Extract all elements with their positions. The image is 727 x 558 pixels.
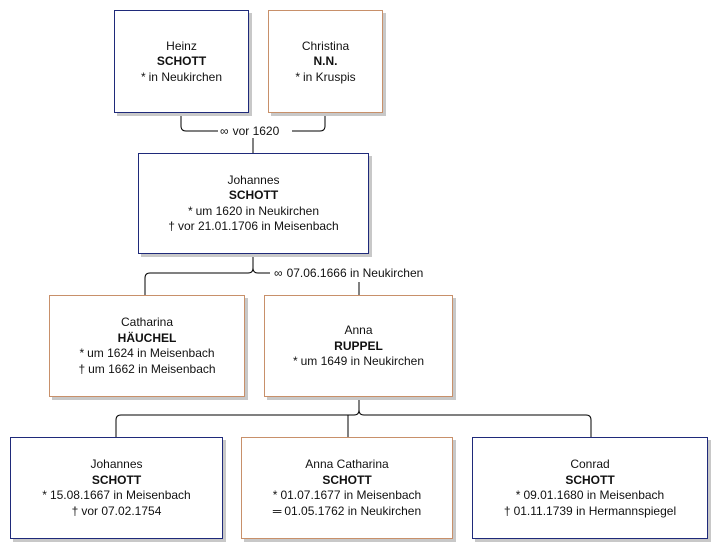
person-anna-ruppel[interactable]: Anna RUPPEL *um 1649 in Neukirchen (264, 295, 453, 397)
death-symbol: † (168, 219, 175, 233)
birth-line: *um 1649 in Neukirchen (265, 354, 452, 370)
surname: RUPPEL (334, 338, 383, 353)
person-anna-catharina-schott[interactable]: Anna Catharina SCHOTT *01.07.1677 in Mei… (241, 437, 453, 539)
person-johannes-schott-1667[interactable]: Johannes SCHOTT *15.08.1667 in Meisenbac… (10, 437, 223, 539)
birth-symbol: * (79, 346, 85, 360)
death-line: †vor 07.02.1754 (11, 504, 222, 520)
marriage-line: ═01.05.1762 in Neukirchen (242, 504, 452, 520)
marriage-label-1: ∞vor 1620 (218, 124, 282, 138)
given-name: Christina (301, 38, 350, 53)
marriage-label-2: ∞07.06.1666 in Neukirchen (272, 266, 426, 280)
birth-text: in Kruspis (302, 69, 356, 84)
given-name: Catharina (120, 315, 174, 329)
birth-symbol: * (295, 69, 300, 84)
connector-christina (292, 113, 326, 132)
birth-text: in Neukirchen (148, 69, 223, 84)
birth-symbol: * (187, 203, 193, 218)
marriage-text: 01.05.1762 in Neukirchen (284, 503, 422, 518)
marriage-icon: ∞ (274, 266, 283, 280)
surname: N.N. (313, 53, 338, 68)
given-name: Johannes (227, 172, 280, 187)
person-heinz-schott[interactable]: Heinz SCHOTT *in Neukirchen (114, 10, 249, 113)
surname: SCHOTT (91, 472, 142, 487)
marriage-text: vor 1620 (232, 124, 280, 138)
marriage-text: 07.06.1666 in Neukirchen (286, 266, 424, 280)
death-symbol: † (71, 503, 79, 518)
person-conrad-schott[interactable]: Conrad SCHOTT *09.01.1680 in Meisenbach … (472, 437, 708, 539)
connector-johannes-down (144, 254, 254, 295)
surname: HÄUCHEL (117, 330, 177, 345)
death-text: vor 07.02.1754 (81, 503, 162, 518)
death-line: †um 1662 in Meisenbach (50, 362, 244, 378)
marriage-symbol: ═ (272, 503, 282, 518)
death-symbol: † (78, 361, 86, 376)
surname: SCHOTT (156, 53, 207, 68)
surname: SCHOTT (322, 472, 372, 487)
birth-line: *09.01.1680 in Meisenbach (473, 488, 707, 504)
connector-anna-down (115, 397, 360, 437)
connector-heinz (180, 113, 220, 132)
death-line: †vor 21.01.1706 in Meisenbach (139, 219, 368, 235)
birth-text: um 1620 in Neukirchen (195, 203, 320, 218)
death-text: um 1662 in Meisenbach (88, 361, 216, 376)
birth-text: 09.01.1680 in Meisenbach (523, 488, 665, 502)
death-symbol: † (503, 503, 511, 518)
birth-symbol: * (515, 488, 521, 502)
birth-text: 01.07.1677 in Meisenbach (280, 488, 422, 502)
death-line: †01.11.1739 in Hermannspiegel (473, 504, 707, 520)
birth-line: *um 1620 in Neukirchen (139, 204, 368, 220)
birth-line: *in Kruspis (269, 69, 382, 85)
birth-line: *15.08.1667 in Meisenbach (11, 488, 222, 504)
connector-anna-up (252, 267, 270, 274)
marriage-icon: ∞ (220, 124, 229, 138)
surname: SCHOTT (228, 188, 279, 202)
birth-symbol: * (140, 69, 146, 84)
given-name: Heinz (166, 38, 197, 53)
birth-line: *in Neukirchen (115, 69, 248, 85)
birth-line: *um 1624 in Meisenbach (50, 346, 244, 362)
given-name: Anna (344, 322, 373, 337)
death-text: 01.11.1739 in Hermannspiegel (513, 503, 677, 518)
given-name: Anna Catharina (305, 457, 389, 471)
person-catharina-hauchel[interactable]: Catharina HÄUCHEL *um 1624 in Meisenbach… (49, 295, 245, 397)
given-name: Johannes (90, 457, 143, 471)
connector-to-conrad (358, 409, 592, 437)
birth-line: *01.07.1677 in Meisenbach (242, 488, 452, 504)
given-name: Conrad (570, 457, 610, 471)
birth-text: um 1649 in Neukirchen (300, 353, 425, 368)
surname: SCHOTT (565, 472, 615, 487)
birth-text: 15.08.1667 in Meisenbach (49, 488, 191, 502)
birth-symbol: * (42, 488, 47, 502)
birth-symbol: * (272, 488, 278, 502)
person-johannes-schott-1620[interactable]: Johannes SCHOTT *um 1620 in Neukirchen †… (138, 153, 369, 254)
birth-symbol: * (292, 353, 298, 368)
birth-text: um 1624 in Meisenbach (87, 346, 215, 360)
death-text: vor 21.01.1706 in Meisenbach (177, 219, 339, 233)
person-christina-nn[interactable]: Christina N.N. *in Kruspis (268, 10, 383, 113)
